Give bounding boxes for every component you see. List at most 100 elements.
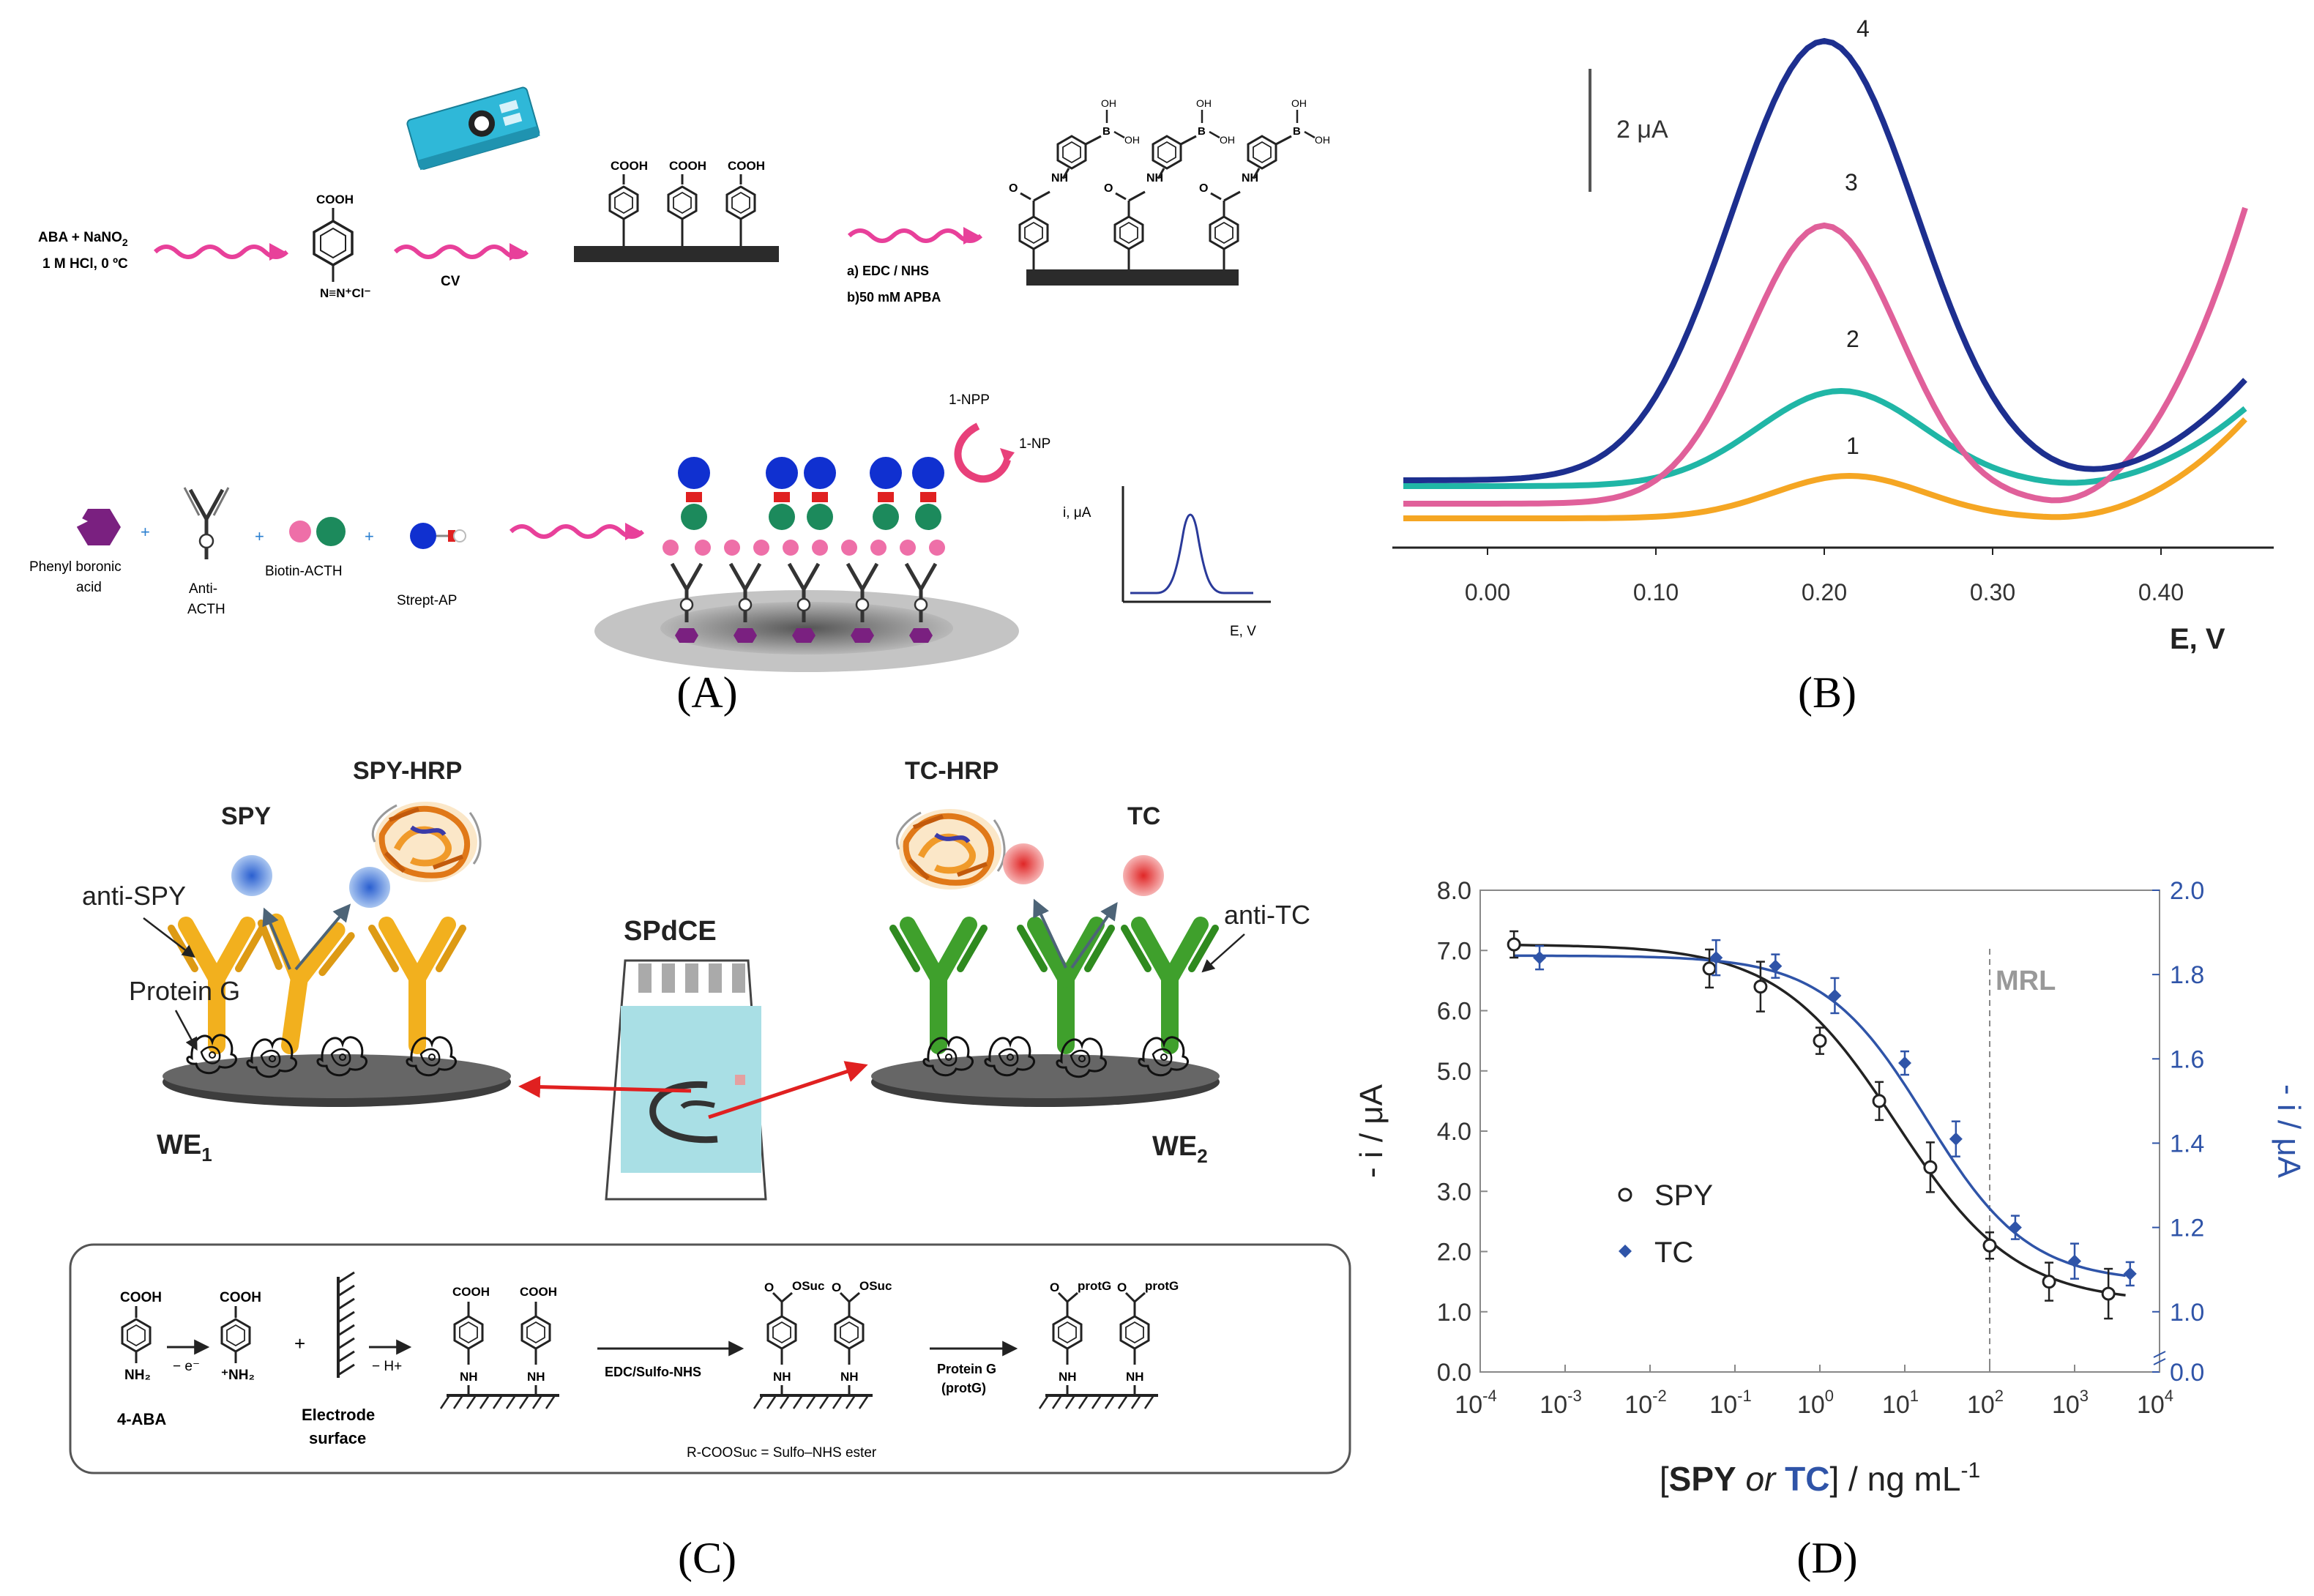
svg-text:COOH: COOH bbox=[120, 1290, 162, 1305]
svg-text:COOH: COOH bbox=[611, 159, 648, 173]
svg-text:NH₂: NH₂ bbox=[124, 1368, 151, 1383]
svg-text:OH: OH bbox=[1101, 97, 1116, 109]
spy-hrp-tracer bbox=[349, 867, 390, 908]
data-point-spy bbox=[1923, 1160, 1938, 1174]
anti-tc-label: anti-TC bbox=[1224, 900, 1310, 930]
y-tick-label-right: 1.6 bbox=[2170, 1045, 2204, 1073]
spdce-label: SPdCE bbox=[624, 916, 717, 947]
we2-label: WE2 bbox=[1152, 1131, 1208, 1167]
fit-curve-tc bbox=[1514, 954, 2126, 1278]
anti-acth-antibody bbox=[670, 562, 703, 622]
y-tick-label-right: 1.4 bbox=[2170, 1130, 2204, 1157]
x-axis-label: E, V bbox=[2170, 623, 2225, 655]
x-tick-label: 0.00 bbox=[1465, 579, 1510, 605]
scale-bar-label: 2 μA bbox=[1616, 116, 1668, 143]
protein-g-label: Protein G bbox=[129, 976, 240, 1006]
anti-spy-antibody bbox=[372, 925, 463, 1045]
working-electrode-2 bbox=[871, 925, 1220, 1107]
reaction-arrow-apba bbox=[849, 231, 981, 241]
x-tick-label: 101 bbox=[1882, 1387, 1919, 1419]
tc-hrp-tracer bbox=[1003, 843, 1044, 884]
svg-text:COOH: COOH bbox=[520, 1285, 557, 1299]
svg-text:protG: protG bbox=[1145, 1279, 1179, 1293]
anti-acth-antibody bbox=[846, 562, 879, 622]
phenyl-boronic-acid-icon bbox=[77, 509, 121, 545]
x-tick-label: 0.20 bbox=[1802, 579, 1847, 605]
data-point-tc bbox=[1828, 988, 1842, 1002]
svg-text:protG: protG bbox=[1078, 1279, 1111, 1293]
reagents-label-2: 1 M HCl, 0 ºC bbox=[42, 256, 128, 272]
svg-text:i, μA: i, μA bbox=[1063, 505, 1091, 521]
svg-text:O: O bbox=[1199, 182, 1208, 195]
functionalization-scheme bbox=[69, 1243, 1351, 1474]
x-tick-label: 100 bbox=[1797, 1387, 1834, 1419]
diazonium-label: N≡N⁺Cl⁻ bbox=[320, 286, 370, 300]
y-tick-label-right: 2.0 bbox=[2170, 877, 2204, 905]
reaction-arrow-assembly bbox=[511, 526, 643, 537]
x-axis-label: [SPY or TC] / ng mL-1 bbox=[1660, 1458, 1980, 1498]
svg-text:OH: OH bbox=[1315, 134, 1330, 146]
step-a-label: a) EDC / NHS bbox=[847, 264, 929, 278]
scheme-4-aba: COOH NH₂ 4-ABA bbox=[117, 1290, 166, 1428]
immunosensor-assembly bbox=[594, 457, 1019, 672]
svg-text:O: O bbox=[764, 1280, 774, 1294]
svg-text:OH: OH bbox=[1291, 97, 1307, 109]
svg-text:O: O bbox=[1104, 182, 1113, 195]
svg-text:OH: OH bbox=[1220, 134, 1235, 146]
scheme-aminyl-cation: COOH ⁺NH₂ bbox=[220, 1290, 261, 1383]
protein-g-step-label: Protein G bbox=[937, 1362, 996, 1376]
working-electrode-1 bbox=[163, 920, 511, 1107]
y-tick-label-left: 7.0 bbox=[1437, 937, 1471, 965]
curve-label-2: 2 bbox=[1846, 326, 1859, 352]
data-point-spy bbox=[1753, 980, 1768, 994]
svg-text:COOH: COOH bbox=[669, 159, 706, 173]
x-tick-label: 10-2 bbox=[1624, 1387, 1666, 1419]
y-tick-label-left: 8.0 bbox=[1437, 877, 1471, 905]
svg-text:B: B bbox=[1198, 125, 1206, 138]
svg-text:O: O bbox=[1009, 182, 1018, 195]
tc-molecule bbox=[1123, 855, 1164, 896]
y-tick-label-left: 2.0 bbox=[1437, 1239, 1471, 1267]
panel-label-b: (B) bbox=[1798, 668, 1856, 717]
hrp-enzyme-icon bbox=[373, 802, 480, 882]
anti-acth-antibody bbox=[787, 562, 821, 622]
x-tick-label: 0.10 bbox=[1633, 579, 1679, 605]
legend-marker-spy bbox=[1618, 1187, 1632, 1202]
legend: SPY TC bbox=[1618, 1179, 1713, 1269]
svg-text:COOH: COOH bbox=[728, 159, 765, 173]
panel-a: ABA + NaNO2 1 M HCl, 0 ºC COOH N≡N⁺Cl⁻ C… bbox=[29, 86, 1330, 717]
anti-acth-label-2: ACTH bbox=[187, 602, 225, 617]
y-tick-label-left: 1.0 bbox=[1437, 1299, 1471, 1327]
reaction-arrow-1 bbox=[155, 247, 287, 257]
spy-label: SPY bbox=[221, 802, 271, 830]
we1-label: WE1 bbox=[157, 1130, 212, 1166]
data-point-tc bbox=[1898, 1056, 1911, 1070]
curve-label-1: 1 bbox=[1846, 433, 1859, 459]
data-point-tc bbox=[1949, 1132, 1963, 1146]
svg-text:+: + bbox=[255, 527, 264, 545]
step-b-label: b)50 mM APBA bbox=[847, 290, 941, 305]
svg-text:B: B bbox=[1293, 125, 1301, 138]
conversion-arrow bbox=[954, 422, 1011, 483]
spy-hrp-label: SPY-HRP bbox=[353, 757, 462, 785]
boronic-acid-modified-electrode: O NH B OH OH O NH bbox=[1009, 97, 1330, 286]
panel-label-c: (C) bbox=[678, 1534, 736, 1582]
spdce-device bbox=[605, 959, 767, 1201]
plot-frame bbox=[1479, 890, 2160, 1373]
y-tick-label-left: 4.0 bbox=[1437, 1118, 1471, 1146]
benzene-ring bbox=[313, 220, 354, 266]
x-tick-label: 10-4 bbox=[1455, 1387, 1496, 1419]
y-axis-label-right: - i / μA bbox=[2271, 1084, 2307, 1179]
data-point-spy bbox=[1813, 1034, 1827, 1048]
tc-hrp-label: TC-HRP bbox=[905, 757, 999, 785]
svg-text:E, V: E, V bbox=[1230, 624, 1256, 639]
electrode-surface-icon bbox=[337, 1271, 355, 1378]
y-tick-label-left: 5.0 bbox=[1437, 1058, 1471, 1086]
sulfo-nhs-footnote: R-COOSuc = Sulfo–NHS ester bbox=[687, 1445, 877, 1461]
svg-text:+: + bbox=[294, 1332, 305, 1354]
y-axis-label-left: - i / μA bbox=[1354, 1084, 1389, 1178]
anti-tc-antibody bbox=[1124, 925, 1215, 1045]
data-point-tc bbox=[2123, 1267, 2137, 1280]
